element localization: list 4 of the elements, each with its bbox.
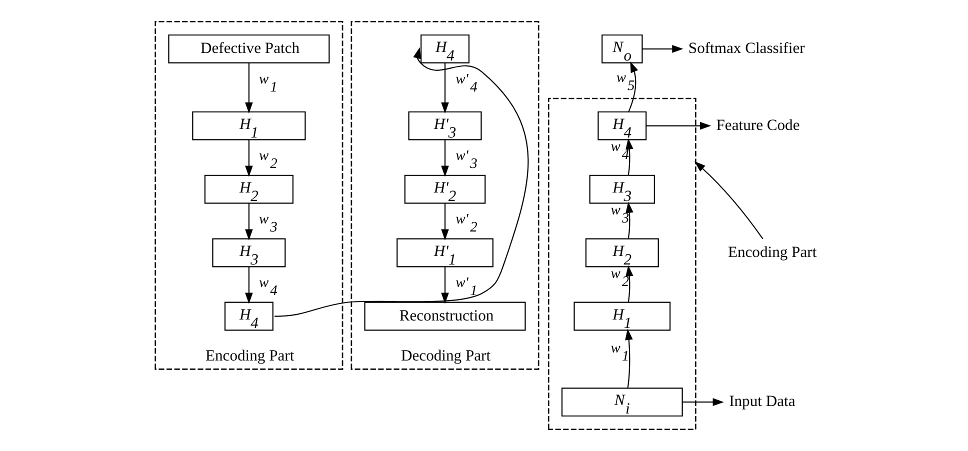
node-text: Softmax Classifier [688,40,805,58]
node-text: Encoding Part [728,244,817,261]
node-text: Feature Code [716,116,800,134]
node-text: Input Data [729,393,796,410]
